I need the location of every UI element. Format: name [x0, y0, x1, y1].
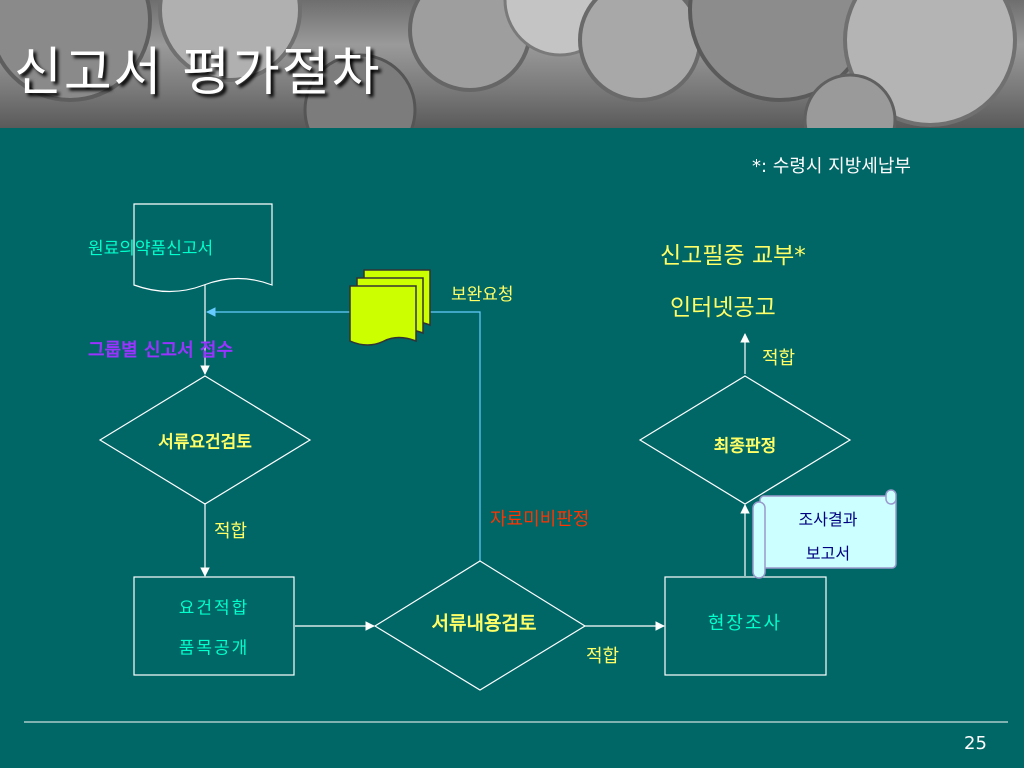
internet-notice-label: 인터넷공고 [670, 295, 776, 321]
final-decision-diamond [638, 375, 852, 505]
final-decision-label: 최종판정 [713, 436, 777, 457]
slide-title: 신고서 평가절차 [14, 43, 382, 103]
final-pass-label: 적합 [762, 348, 796, 369]
page-number: 25 [964, 733, 987, 754]
requirement-pass-label: 적합 [214, 521, 248, 542]
disclosure-box [133, 576, 295, 676]
doc-content-review-diamond [373, 560, 587, 691]
group-receipt-label: 그룹별 신고서 접수 [88, 340, 234, 361]
supplement-request-label: 보완요청 [451, 285, 514, 305]
certificate-issue-label: 신고필증 교부* [660, 243, 806, 269]
inspection-report-scroll [752, 489, 897, 579]
header-banner: 신고서 평가절차 [0, 0, 1024, 128]
site-inspection-label: 현장조사 [707, 613, 783, 634]
footnote: *: 수령시 지방세납부 [752, 156, 911, 177]
feedback-line-supplement-request [206, 307, 481, 561]
doc-requirement-review-label: 서류요건검토 [158, 432, 252, 453]
coins-background-image [0, 0, 1017, 128]
doc-requirement-review-diamond [98, 375, 312, 505]
data-insufficient-label: 자료미비판정 [490, 509, 590, 530]
application-label: 원료의약품신고서 [88, 239, 214, 259]
content-pass-label: 적합 [586, 646, 620, 667]
application-document-shape [133, 203, 273, 293]
inspection-report-label-line1: 조사결과 [798, 510, 858, 529]
stacked-documents-icon [349, 269, 431, 346]
doc-content-review-label: 서류내용검토 [431, 612, 537, 635]
disclosure-label-line2: 품목공개 [178, 638, 250, 659]
disclosure-label-line1: 요건적합 [178, 598, 250, 619]
inspection-report-label-line2: 보고서 [805, 544, 851, 563]
site-inspection-box [664, 576, 827, 676]
